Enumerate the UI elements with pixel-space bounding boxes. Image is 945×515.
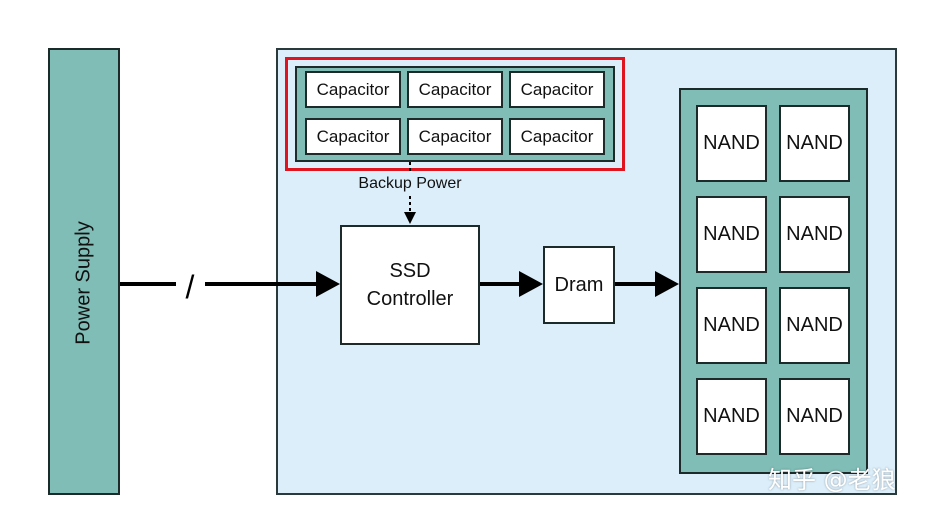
backup-arrow-head: [404, 212, 416, 224]
nand-chip: NAND: [779, 196, 850, 273]
watermark: 知乎 @老狼: [768, 466, 896, 494]
capacitor-cell: Capacitor: [407, 71, 503, 108]
backup-power-label: Backup Power: [358, 175, 462, 192]
capacitor-cell: Capacitor: [509, 118, 605, 155]
power-arrow-head: [316, 271, 340, 297]
nand-chip: NAND: [779, 105, 850, 182]
capacitor-cell: Capacitor: [509, 71, 605, 108]
power-line-slash: /: [186, 269, 195, 305]
power-supply-block: [48, 48, 120, 495]
capacitor-cell: Capacitor: [407, 118, 503, 155]
nand-chip: NAND: [696, 196, 767, 273]
ssd-controller-label-line1: SSD: [389, 260, 431, 282]
dram-block: Dram: [543, 246, 615, 324]
nand-chip: NAND: [779, 378, 850, 455]
capacitor-cell: Capacitor: [305, 71, 401, 108]
nand-chip: NAND: [779, 287, 850, 364]
dram-nand-arrow-head: [655, 271, 679, 297]
nand-chip: NAND: [696, 378, 767, 455]
nand-chip: NAND: [696, 105, 767, 182]
dram-label: Dram: [554, 273, 604, 296]
ssd-controller-label-line2: Controller: [366, 288, 454, 310]
capacitor-highlight-box: [285, 57, 625, 171]
ssd-controller-block: SSD Controller: [340, 225, 480, 345]
capacitor-cell: Capacitor: [305, 118, 401, 155]
nand-chip: NAND: [696, 287, 767, 364]
controller-dram-arrow-head: [519, 271, 543, 297]
